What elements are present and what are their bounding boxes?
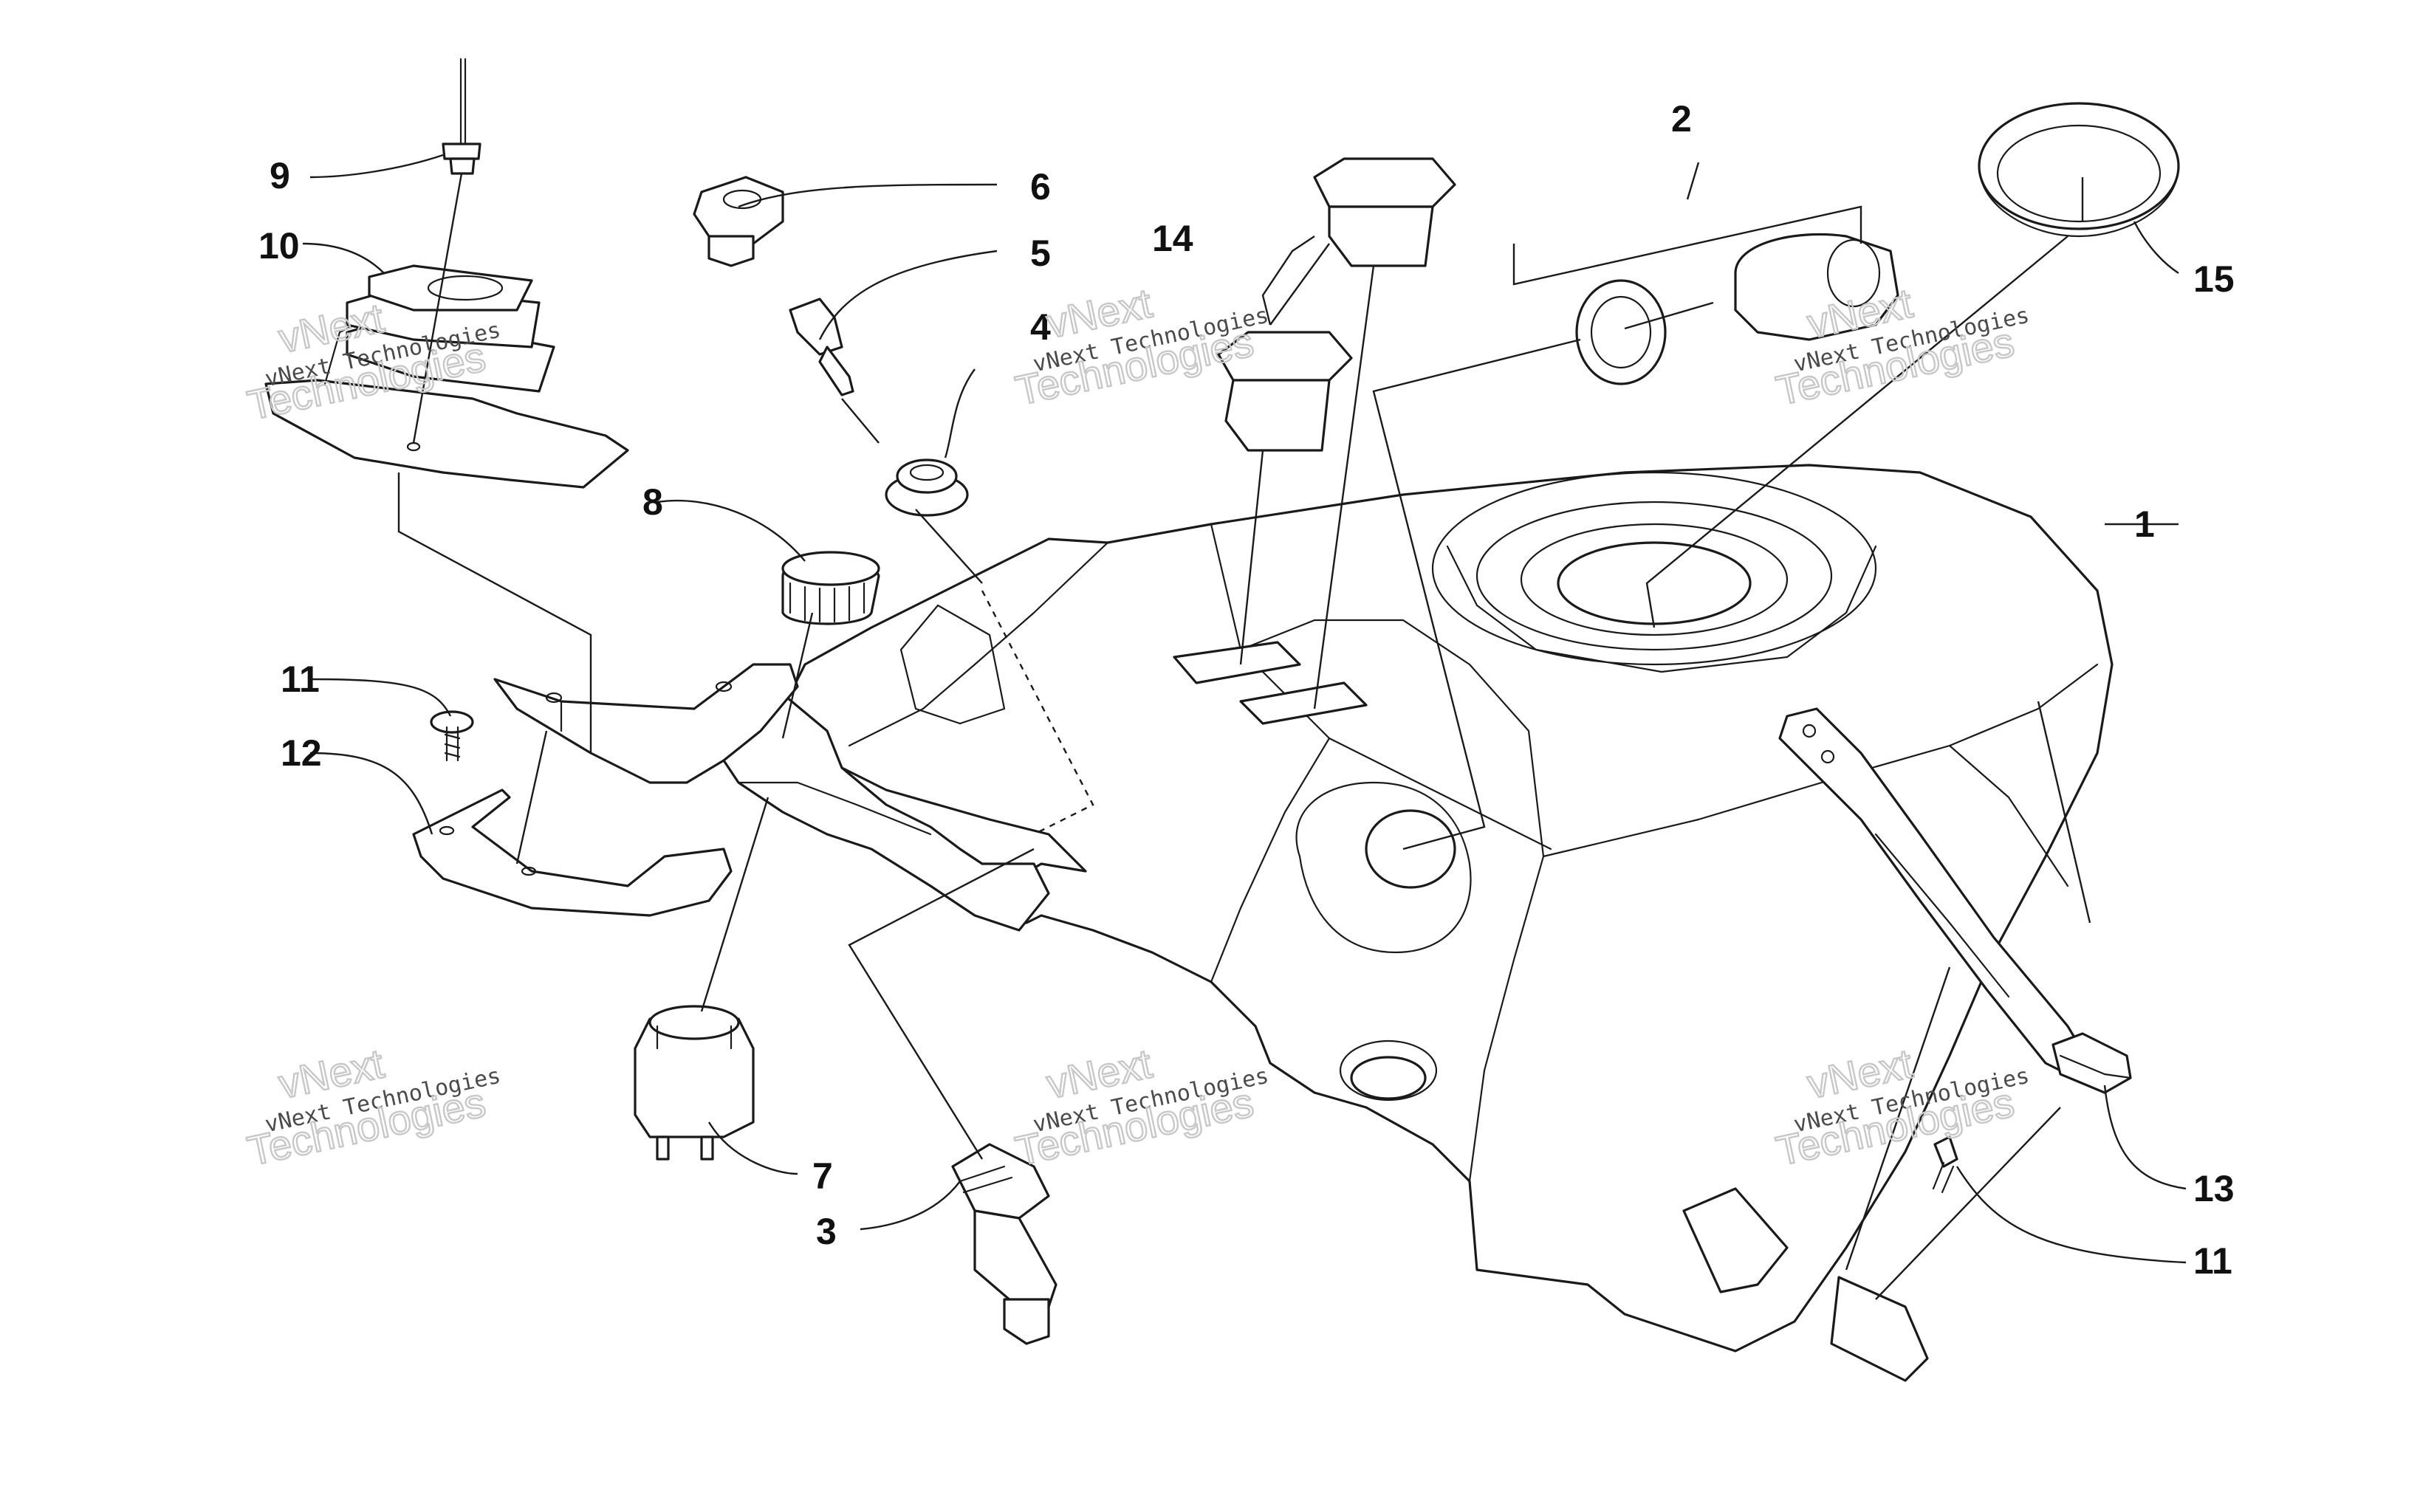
ignition-switch: [634, 1005, 755, 1161]
cap-14-lower: [1217, 331, 1353, 452]
fuel-tank-body: [774, 464, 2114, 1382]
socket-ring: [1575, 279, 1667, 385]
watermark-1: vNext vNext Technologies Technologies: [243, 293, 503, 430]
callout-9: 9: [270, 155, 290, 196]
filler-ring: [1978, 102, 2180, 238]
callout-3: 3: [816, 1211, 837, 1252]
key-head: [693, 176, 784, 267]
grommet: [885, 458, 969, 517]
callout-6: 6: [1030, 166, 1051, 207]
callout-7: 7: [812, 1155, 833, 1197]
mounting-bracket-12: [412, 788, 733, 917]
callout-12: 12: [281, 732, 322, 774]
strap-rubber-pad: [2051, 1032, 2132, 1094]
callout-2: 2: [1671, 98, 1692, 140]
callout-4: 4: [1030, 306, 1051, 348]
callout-15: 15: [2193, 258, 2235, 300]
callout-11-left: 11: [281, 659, 320, 700]
ignition-cap: [781, 551, 880, 625]
callout-labels: 1 2 3 4 5 6 7 8 9 10 11 11 12 13 14 15: [258, 98, 2235, 1282]
callout-1: 1: [2134, 504, 2155, 545]
screw-11-left: [430, 710, 474, 762]
sensor: [951, 1143, 1058, 1345]
cap-14-upper: [1313, 157, 1456, 267]
leader-lines: [302, 154, 2187, 1300]
screw-11-right: [1932, 1135, 1958, 1194]
rivet: [442, 58, 481, 175]
watermark-5: vNext vNext Technologies Technologies: [1011, 1039, 1271, 1175]
rubber-boot: [264, 264, 629, 489]
callout-11-right: 11: [2193, 1240, 2232, 1282]
callout-10: 10: [258, 225, 300, 267]
front-cover: [707, 693, 1050, 932]
callout-14: 14: [1152, 218, 1193, 259]
power-socket: [1734, 233, 1899, 341]
callout-5: 5: [1030, 233, 1051, 274]
callout-8: 8: [642, 481, 663, 523]
key: [789, 298, 854, 396]
callout-13: 13: [2193, 1168, 2235, 1209]
watermark-4: vNext vNext Technologies Technologies: [243, 1039, 503, 1175]
